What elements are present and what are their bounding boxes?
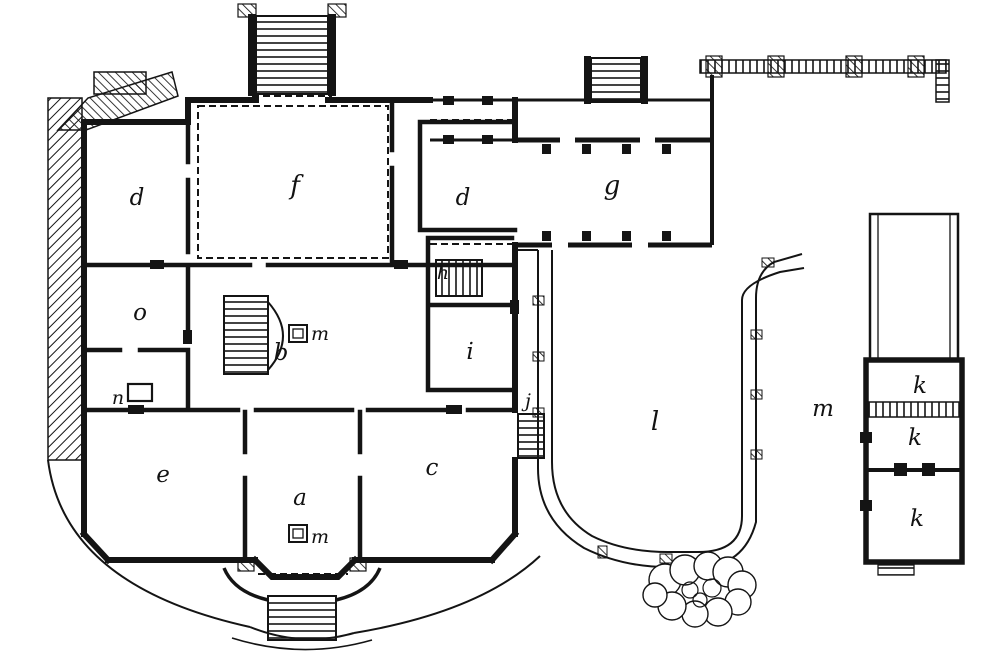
south-portico-stair <box>222 557 382 641</box>
label-room-e: e <box>156 462 170 488</box>
label-stove-m-upper: m <box>311 323 329 345</box>
label-stair-j: j <box>521 390 531 412</box>
label-room-b: b <box>274 340 289 366</box>
label-room-n: n <box>112 387 124 409</box>
label-room-o: o <box>133 300 147 326</box>
h-stair-steps <box>435 259 483 297</box>
label-room-g: g <box>604 171 621 201</box>
terrace-hatching <box>47 71 179 461</box>
label-room-k-middle: k <box>908 425 922 451</box>
grand-stair <box>223 295 284 375</box>
gallery-columns <box>443 96 671 241</box>
carriage-drive <box>515 249 805 568</box>
closet-n <box>126 382 154 403</box>
dashed-lines <box>197 95 512 575</box>
stove-upper <box>288 324 308 343</box>
drive-fence-posts <box>532 257 775 564</box>
label-room-i: i <box>466 339 473 365</box>
label-room-d-right: d <box>456 185 471 211</box>
garden-wall-stair <box>584 56 648 104</box>
label-room-k-north: k <box>913 373 927 399</box>
north-portico-stair <box>237 3 347 96</box>
label-room-a: a <box>293 485 307 511</box>
stove-lower <box>288 524 308 543</box>
shrub <box>642 551 757 628</box>
j-stair-steps <box>517 413 545 459</box>
label-room-d-left: d <box>130 185 145 211</box>
stove-symbols <box>126 324 308 543</box>
room-labels: d f d g o b m h i n e a m c j l m k k k <box>112 171 927 548</box>
garden-wall <box>699 55 950 103</box>
label-room-f: f <box>288 171 304 201</box>
label-room-h: h <box>437 262 449 284</box>
label-court-l: l <box>651 407 659 437</box>
gallery-wing <box>430 75 714 248</box>
ground-lines <box>47 459 541 651</box>
stairs <box>222 3 648 641</box>
main-house-outer-walls <box>79 97 520 580</box>
door-pier-marks <box>128 260 519 414</box>
label-grounds-m: m <box>812 396 834 422</box>
label-room-c: c <box>426 455 439 481</box>
outbuilding <box>860 212 965 576</box>
label-stove-m-lower: m <box>311 526 329 548</box>
label-room-k-south: k <box>910 506 924 532</box>
